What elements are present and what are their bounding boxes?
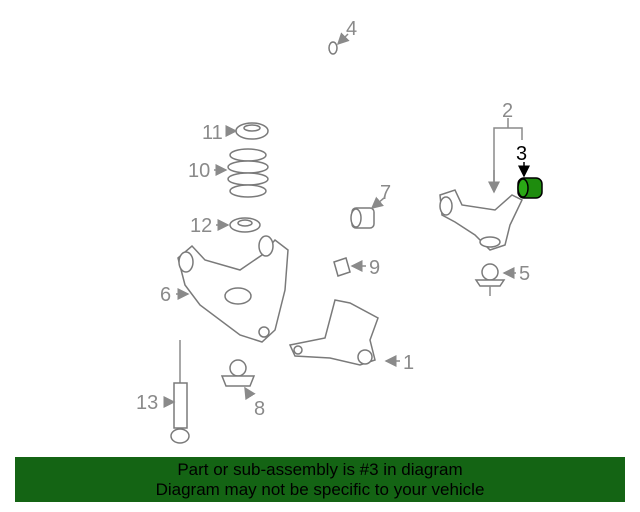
- banner-part-line: Part or sub-assembly is #3 in diagram: [177, 460, 463, 479]
- callout-6: 6: [160, 284, 171, 306]
- callout-1: 1: [403, 352, 414, 374]
- part-13-shock[interactable]: 13: [136, 340, 190, 444]
- part-1-knuckle[interactable]: 1: [288, 299, 414, 374]
- callout-13: 13: [136, 392, 158, 414]
- callout-4: 4: [346, 18, 357, 40]
- part-5-ball-joint[interactable]: 5: [474, 263, 530, 296]
- callout-2: 2: [502, 100, 513, 122]
- part-3-bushing-highlighted[interactable]: 3: [516, 143, 543, 199]
- callout-12: 12: [190, 215, 212, 237]
- part-4-nut[interactable]: 4: [328, 18, 357, 55]
- callout-8: 8: [254, 398, 265, 420]
- part-10-coil-spring[interactable]: 10: [188, 148, 269, 198]
- callout-3: 3: [516, 143, 527, 165]
- part-6-lower-control-arm[interactable]: 6: [160, 235, 289, 343]
- part-12-insulator[interactable]: 12: [190, 215, 261, 237]
- callout-5: 5: [519, 263, 530, 285]
- part-7-bushing[interactable]: 7: [350, 182, 391, 229]
- callout-11: 11: [202, 122, 223, 144]
- part-2-upper-control-arm[interactable]: 2: [439, 100, 523, 251]
- callout-7: 7: [380, 182, 391, 204]
- part-11-insulator[interactable]: 11: [202, 122, 269, 144]
- callout-9: 9: [369, 257, 380, 279]
- banner-disclaimer-line: Diagram may not be specific to your vehi…: [155, 480, 485, 499]
- part-8-ball-joint[interactable]: 8: [220, 359, 265, 420]
- callout-10: 10: [188, 160, 210, 182]
- part-9-bumper[interactable]: 9: [333, 257, 380, 279]
- info-banner: Part or sub-assembly is #3 in diagram Di…: [15, 457, 625, 502]
